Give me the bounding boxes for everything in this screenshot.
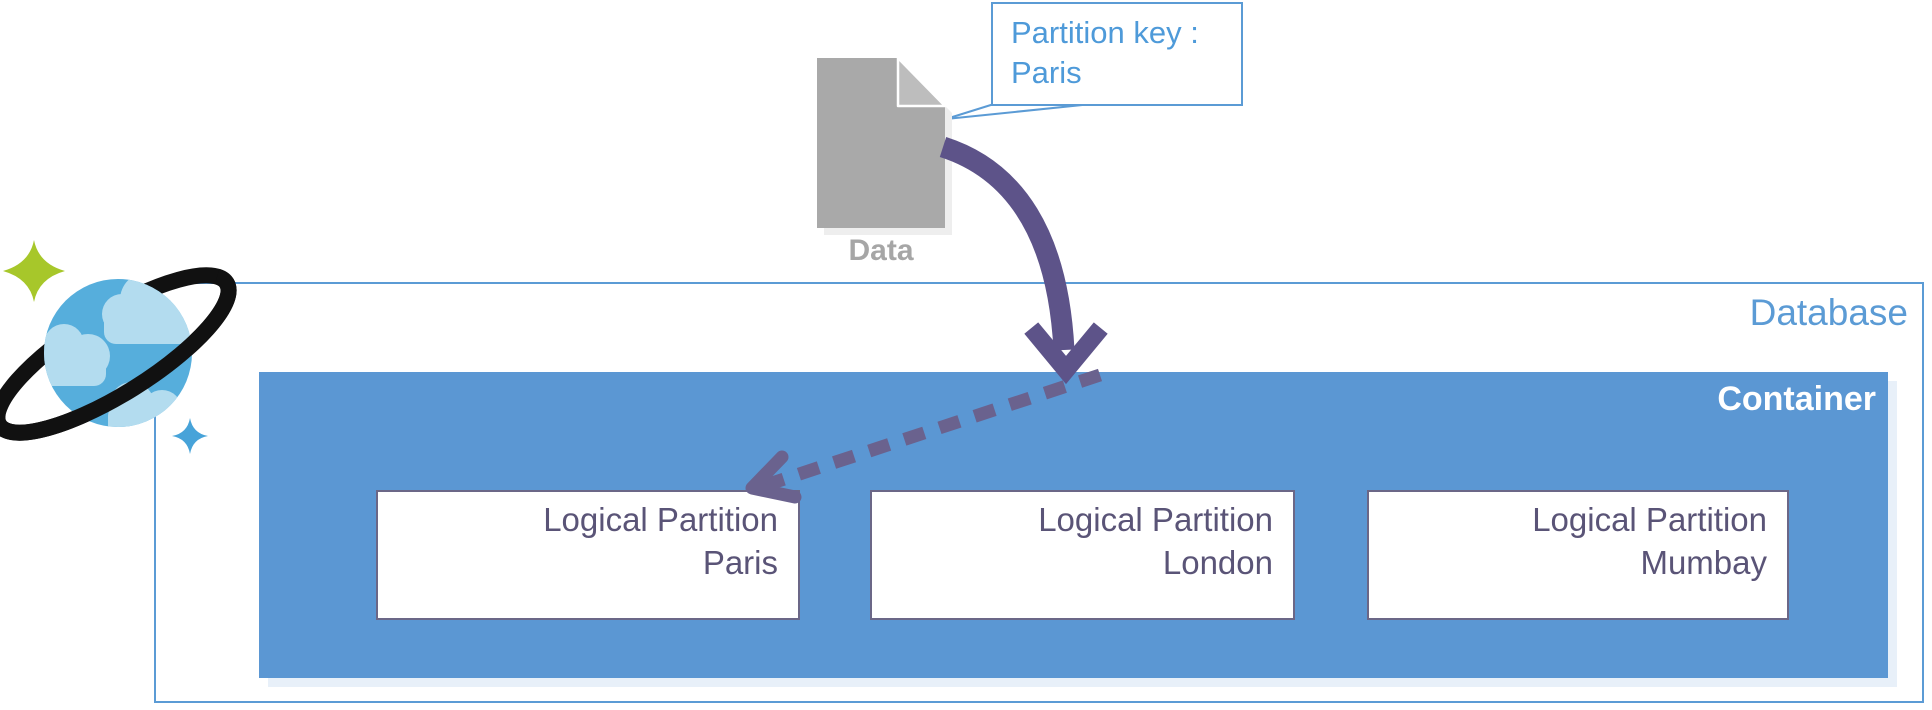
- partition-city: London: [1162, 544, 1273, 581]
- logical-partition-london: Logical Partition London: [870, 490, 1295, 620]
- data-icon-label: Data: [848, 234, 914, 267]
- logical-partition-paris: Logical Partition Paris: [376, 490, 800, 620]
- database-label: Database: [1749, 292, 1908, 333]
- document-icon: [817, 56, 952, 235]
- partition-city: Paris: [702, 544, 778, 581]
- callout-line1: Partition key :: [1011, 15, 1199, 50]
- partition-key-callout: Partition key : Paris: [991, 2, 1243, 106]
- sparkle-green-icon: [3, 240, 65, 302]
- partition-title: Logical Partition: [1532, 501, 1767, 538]
- partition-city: Mumbay: [1640, 544, 1767, 581]
- container-label: Container: [1717, 380, 1876, 418]
- partition-title: Logical Partition: [543, 501, 778, 538]
- logical-partition-mumbay: Logical Partition Mumbay: [1367, 490, 1789, 620]
- partition-title: Logical Partition: [1038, 501, 1273, 538]
- callout-leader: [945, 103, 1093, 120]
- callout-line2: Paris: [1011, 55, 1082, 90]
